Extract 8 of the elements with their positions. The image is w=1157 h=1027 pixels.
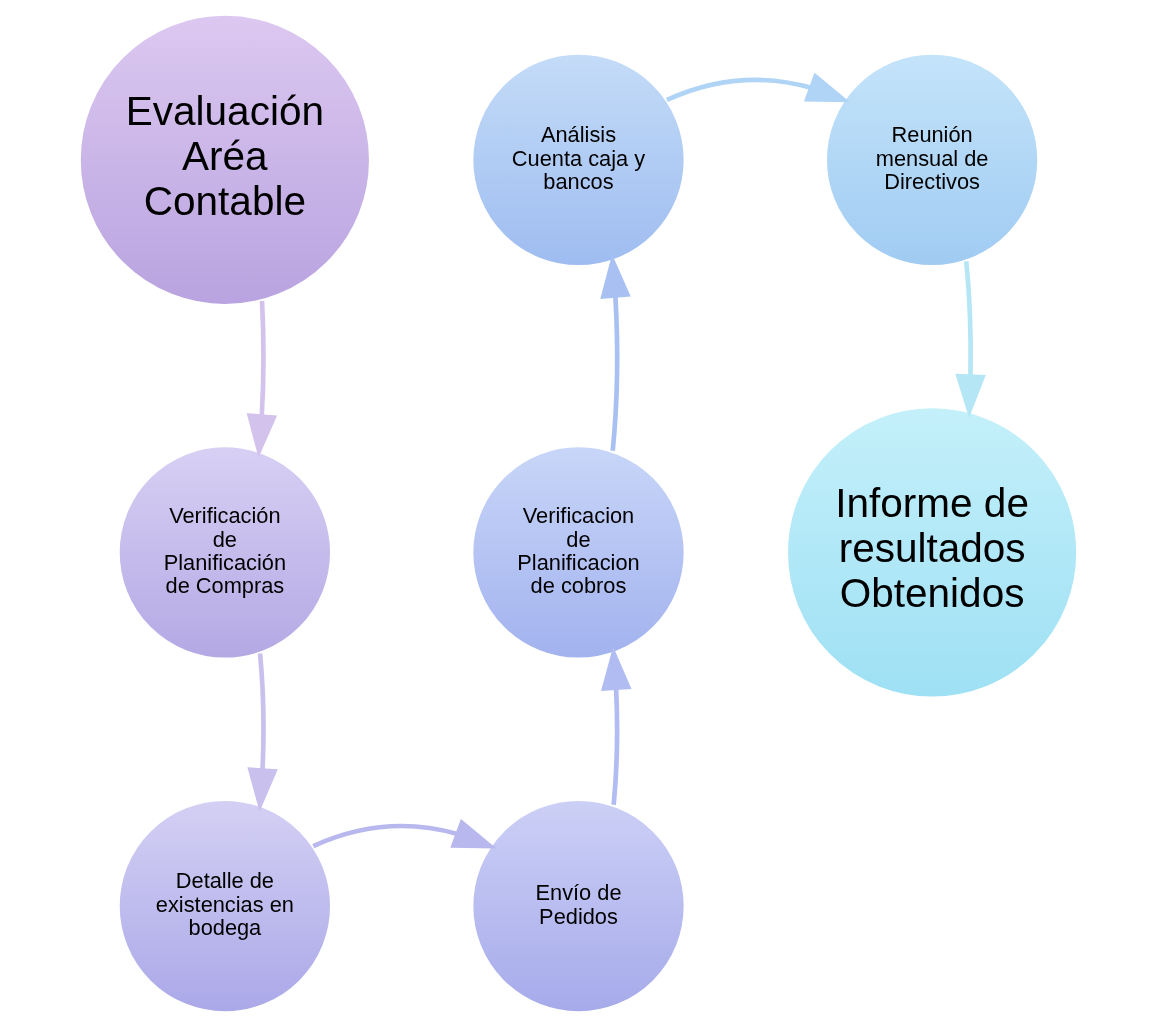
arrow	[600, 254, 631, 451]
arrow	[600, 646, 632, 805]
arrow	[246, 300, 278, 458]
arrow	[955, 261, 986, 419]
node-circle: Verificacion de Planificacion de cobros	[470, 444, 687, 661]
arrow	[666, 72, 851, 103]
arrow	[247, 653, 278, 812]
arrow	[312, 818, 497, 849]
